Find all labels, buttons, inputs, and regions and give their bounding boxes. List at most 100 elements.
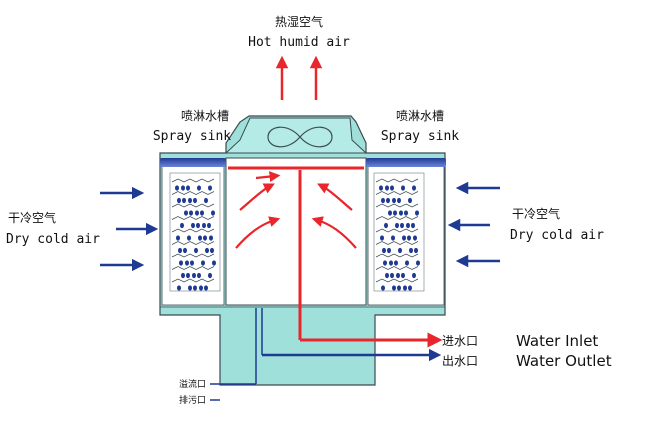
water-droplet bbox=[186, 272, 190, 279]
overflow-drain-lines bbox=[210, 308, 263, 401]
water-droplet bbox=[211, 210, 215, 216]
water-droplet bbox=[408, 285, 412, 291]
water-droplet bbox=[381, 197, 385, 204]
water-droplet bbox=[401, 272, 405, 279]
right-fill-panel bbox=[367, 163, 445, 306]
water-droplet bbox=[190, 260, 194, 266]
dry-air-left-label-en: Dry cold air bbox=[6, 232, 100, 247]
dry-air-left-label-cn: 干冷空气 bbox=[8, 210, 56, 225]
fill-zigzag-line bbox=[171, 241, 215, 245]
water-droplet bbox=[396, 272, 400, 279]
water-droplet bbox=[178, 247, 182, 254]
water-droplet bbox=[400, 222, 404, 229]
water-droplet bbox=[199, 285, 203, 291]
water-droplet bbox=[395, 222, 399, 229]
water-inlet-label-en: Water Inlet bbox=[516, 332, 598, 350]
water-droplet bbox=[198, 235, 202, 241]
water-droplet bbox=[184, 210, 188, 216]
dry-air-right-label-en: Dry cold air bbox=[510, 228, 604, 243]
water-droplet bbox=[385, 272, 389, 279]
water-droplet bbox=[181, 185, 185, 191]
fill-zigzag-line bbox=[375, 266, 419, 270]
water-droplet bbox=[197, 272, 201, 279]
water-droplet bbox=[183, 247, 187, 254]
water-droplet bbox=[197, 185, 201, 191]
water-droplet bbox=[195, 210, 199, 216]
left-fill-panel bbox=[161, 163, 225, 306]
water-droplet bbox=[412, 185, 416, 191]
water-droplet bbox=[411, 222, 415, 229]
dry-air-right-label-cn: 干冷空气 bbox=[512, 206, 560, 221]
water-droplet bbox=[193, 197, 197, 204]
water-droplet bbox=[405, 260, 409, 266]
water-droplet bbox=[175, 185, 179, 191]
water-droplet bbox=[414, 247, 418, 254]
water-droplet bbox=[388, 210, 392, 216]
water-droplet bbox=[412, 272, 416, 279]
water-droplet bbox=[390, 185, 394, 191]
spray-sink-right-label-cn: 喷淋水槽 bbox=[396, 109, 444, 123]
water-droplet bbox=[203, 235, 207, 241]
water-droplet bbox=[205, 247, 209, 254]
water-droplet bbox=[212, 260, 216, 266]
fill-zigzag-line bbox=[375, 178, 419, 183]
water-droplet bbox=[196, 222, 200, 229]
water-droplet bbox=[181, 272, 185, 279]
water-droplet bbox=[393, 210, 397, 216]
water-droplet bbox=[399, 210, 403, 216]
left-fill-media bbox=[171, 178, 216, 291]
water-droplet bbox=[191, 222, 195, 229]
hot-water-pipe bbox=[228, 166, 443, 348]
fill-zigzag-line bbox=[375, 203, 419, 208]
spray-sink-right-label-en: Spray sink bbox=[381, 129, 459, 144]
fill-zigzag-line bbox=[171, 278, 215, 283]
fill-zigzag-line bbox=[171, 266, 215, 270]
fill-zigzag-line bbox=[171, 216, 215, 220]
water-droplet bbox=[189, 210, 193, 216]
water-droplet bbox=[403, 285, 407, 291]
fan-icon bbox=[267, 126, 333, 148]
water-droplet bbox=[179, 260, 183, 266]
water-droplet bbox=[387, 247, 391, 254]
water-droplet bbox=[392, 285, 396, 291]
right-fill-media bbox=[375, 178, 420, 291]
water-droplet bbox=[407, 235, 411, 241]
overflow-label: 溢流口 bbox=[179, 378, 206, 390]
water-droplet bbox=[201, 260, 205, 266]
water-droplet bbox=[404, 210, 408, 216]
water-droplet bbox=[397, 197, 401, 204]
intake-arrows-left bbox=[100, 186, 159, 272]
water-droplet bbox=[202, 222, 206, 229]
water-droplet bbox=[408, 197, 412, 204]
water-droplet bbox=[176, 235, 180, 241]
water-droplet bbox=[401, 185, 405, 191]
water-droplet bbox=[185, 260, 189, 266]
drain-label: 排污口 bbox=[179, 394, 206, 406]
water-droplet bbox=[182, 197, 186, 204]
water-droplet bbox=[385, 185, 389, 191]
water-droplet bbox=[193, 285, 197, 291]
intake-arrows-right bbox=[447, 181, 500, 268]
water-droplet bbox=[194, 247, 198, 254]
water-droplet bbox=[177, 285, 181, 291]
water-droplet bbox=[398, 247, 402, 254]
water-droplet bbox=[391, 235, 395, 241]
water-outlet-label-cn: 出水口 bbox=[442, 354, 478, 368]
water-droplet bbox=[384, 222, 388, 229]
water-droplet bbox=[186, 185, 190, 191]
water-droplet bbox=[380, 235, 384, 241]
fill-zigzag-line bbox=[375, 191, 419, 195]
water-droplet bbox=[409, 247, 413, 254]
water-droplet bbox=[180, 222, 184, 229]
fill-zigzag-line bbox=[375, 241, 419, 245]
water-droplet bbox=[207, 222, 211, 229]
spray-sink-right bbox=[366, 158, 446, 167]
fill-zigzag-line bbox=[171, 253, 215, 258]
water-droplet bbox=[406, 222, 410, 229]
water-droplet bbox=[389, 260, 393, 266]
water-droplet bbox=[413, 235, 417, 241]
water-droplet bbox=[382, 247, 386, 254]
exhaust-arrows bbox=[275, 55, 323, 100]
fill-zigzag-line bbox=[171, 191, 215, 195]
spray-sink-left-label-cn: 喷淋水槽 bbox=[181, 109, 229, 123]
